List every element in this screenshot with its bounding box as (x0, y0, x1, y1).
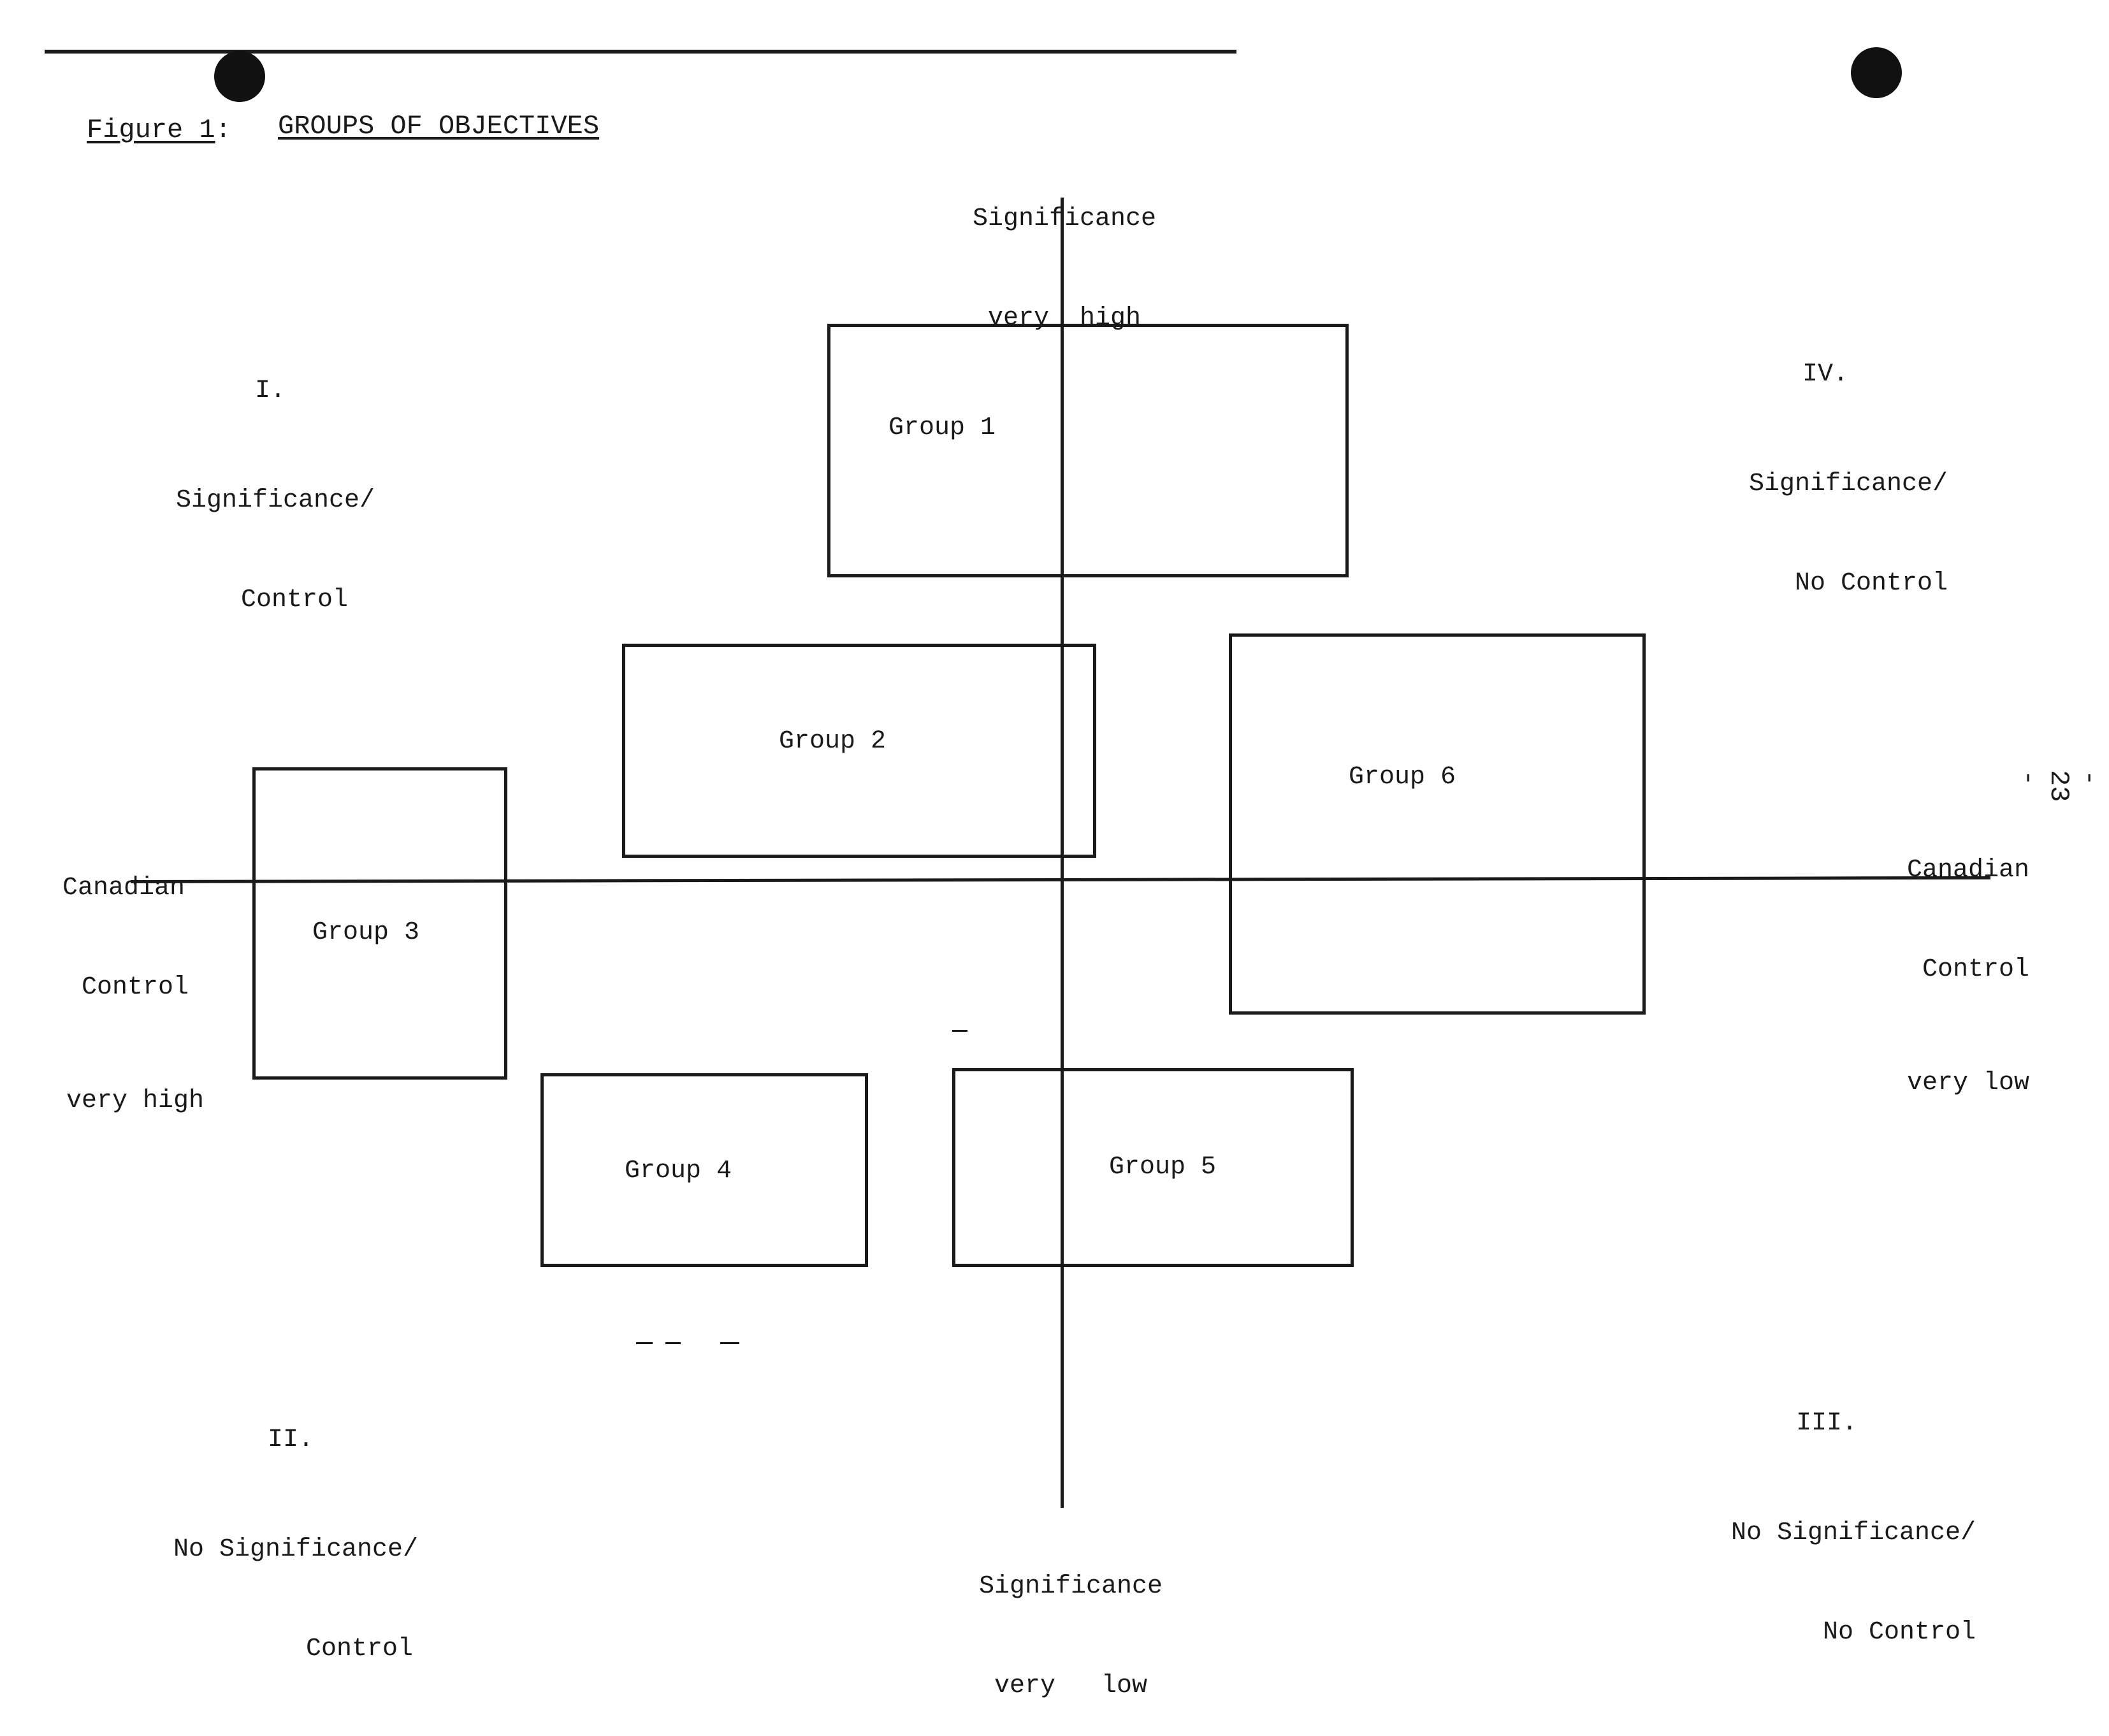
axis-label-right-line2: Control (1922, 955, 2029, 984)
quadrant-1-line2: Control (241, 586, 349, 614)
quadrant-2-label: II. No Significance/ Control (173, 1357, 479, 1699)
quadrant-1-label: I. Significance/ Control (176, 308, 444, 650)
stray-dash (952, 1030, 968, 1032)
axis-label-left-line2: Control (82, 973, 189, 1002)
axis-label-left: Canadian Control very high (62, 806, 204, 1151)
quadrant-1-line1: Significance/ (176, 486, 375, 515)
group-4-box (540, 1073, 868, 1267)
axis-label-bottom: Significance very low (937, 1504, 1205, 1736)
group-2-box (622, 644, 1096, 858)
quadrant-3-numeral: III. (1796, 1409, 1858, 1438)
figure-label-text: Figure 1 (87, 115, 215, 145)
group-4-label: Group 4 (625, 1157, 732, 1185)
group-1-label: Group 1 (888, 414, 996, 442)
quadrant-4-line2: No Control (1794, 569, 1948, 598)
group-6-label: Group 6 (1349, 763, 1456, 792)
group-3-label: Group 3 (312, 918, 420, 947)
figure-label-colon: : (215, 115, 231, 145)
axis-label-top: Significance very high (931, 136, 1198, 368)
axis-label-top-line2: very high (987, 304, 1141, 333)
quadrant-2-line2: Control (306, 1635, 414, 1663)
axis-label-bottom-line1: Significance (978, 1572, 1163, 1601)
stray-dash (665, 1342, 681, 1344)
quadrant-4-numeral: IV. (1802, 360, 1849, 389)
figure-label: Figure 1: (87, 115, 231, 145)
quadrant-4-label: IV. Significance/ No Control (1721, 292, 1948, 633)
page-number: - 23 - (2013, 770, 2105, 802)
punch-hole-left (214, 51, 265, 102)
axis-label-right-line1: Canadian (1906, 856, 2029, 885)
axis-label-left-line3: very high (66, 1087, 205, 1115)
quadrant-4-line1: Significance/ (1748, 470, 1948, 498)
axis-label-right-line3: very low (1906, 1069, 2029, 1097)
group-5-label: Group 5 (1109, 1153, 1217, 1182)
vertical-axis (1061, 198, 1064, 1508)
group-2-label: Group 2 (779, 727, 887, 756)
axis-label-right: Canadian Control very low (1848, 788, 2029, 1133)
quadrant-2-numeral: II. (268, 1426, 314, 1454)
group-3-box (252, 767, 507, 1080)
axis-label-top-line1: Significance (972, 205, 1157, 233)
group-6-box (1229, 633, 1646, 1015)
axis-label-left-line1: Canadian (62, 874, 185, 902)
axis-label-bottom-line2: very low (994, 1672, 1148, 1700)
stray-dash (720, 1342, 739, 1344)
quadrant-1-numeral: I. (255, 377, 286, 405)
quadrant-2-line1: No Significance/ (173, 1535, 419, 1564)
quadrant-3-line1: No Significance/ (1730, 1519, 1976, 1547)
quadrant-3-label: III. No Significance/ No Control (1657, 1341, 1976, 1682)
stray-dash (636, 1342, 653, 1344)
figure-title: GROUPS OF OBJECTIVES (278, 111, 600, 141)
group-5-box (952, 1068, 1354, 1267)
quadrant-3-line2: No Control (1822, 1618, 1976, 1647)
group-1-box (827, 324, 1349, 577)
top-rule (45, 50, 1236, 54)
punch-hole-right (1851, 47, 1902, 98)
